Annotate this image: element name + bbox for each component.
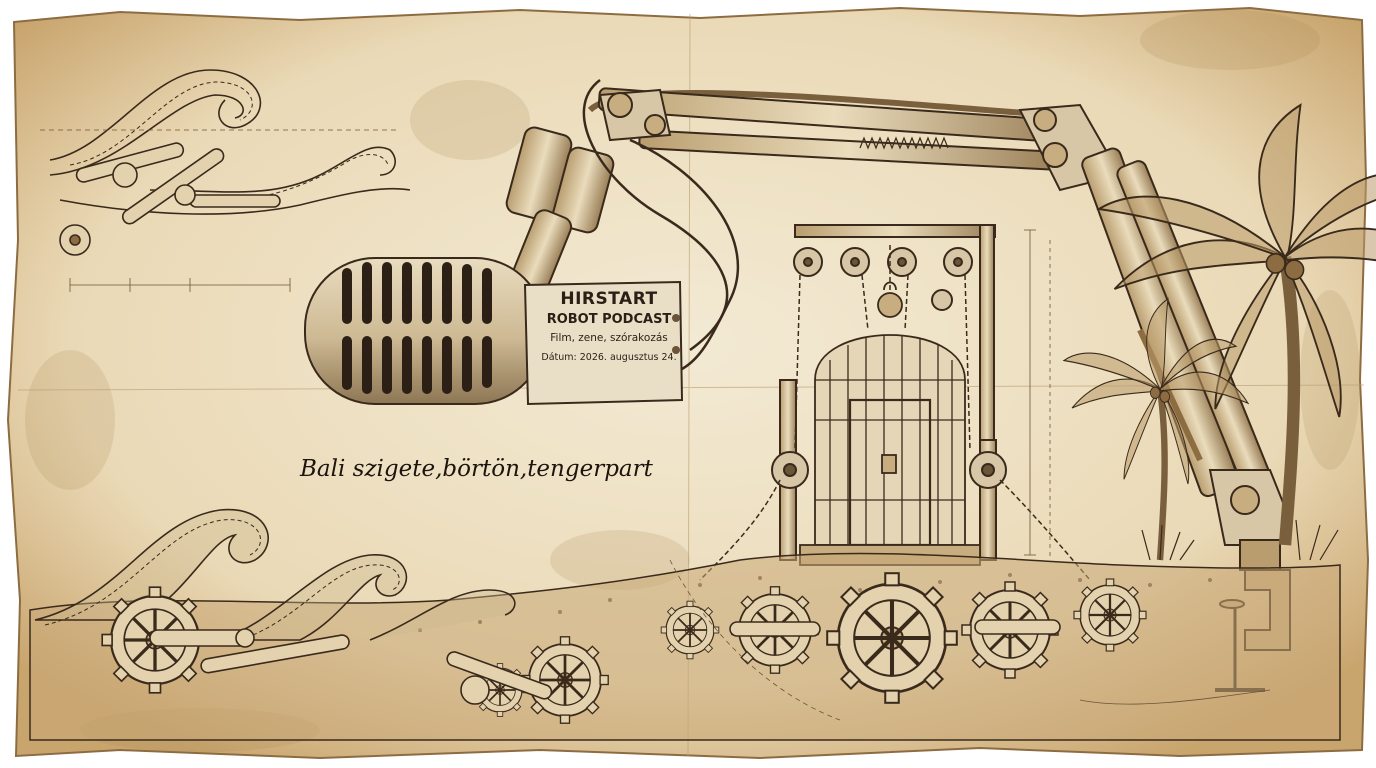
wave-icon — [34, 508, 516, 641]
podcast-label: HIRSTART ROBOT PODCAST Film, zene, szóra… — [536, 290, 682, 364]
gear-icon — [1072, 577, 1148, 653]
location-caption: Bali szigete,börtön,tengerpart — [300, 456, 653, 482]
podcast-subtitle: ROBOT PODCAST — [546, 312, 672, 327]
chain-icon — [44, 519, 400, 641]
birdcage-icon — [799, 281, 981, 566]
cable — [582, 79, 740, 372]
podcast-tagline: Film, zene, szórakozás — [550, 332, 668, 344]
gear-icon — [660, 600, 720, 660]
linkage-top-left — [59, 142, 281, 256]
pulley-icon — [771, 247, 1007, 489]
dimension-lines-top-left — [40, 129, 400, 292]
linkage-bottom — [149, 619, 1061, 705]
plate-bolts — [672, 314, 680, 354]
wave-icon — [49, 69, 411, 215]
name-plate — [523, 280, 684, 406]
microphone-icon — [304, 257, 546, 405]
grass — [1141, 519, 1339, 561]
podcast-title: HIRSTART — [560, 289, 658, 309]
sand-texture — [418, 573, 1212, 632]
podcast-date: Dátum: 2026. augusztus 24. — [541, 352, 677, 363]
gear-icon — [827, 573, 957, 703]
robot-arm-icon — [587, 87, 1292, 571]
dimension-lines-right — [669, 229, 1271, 721]
